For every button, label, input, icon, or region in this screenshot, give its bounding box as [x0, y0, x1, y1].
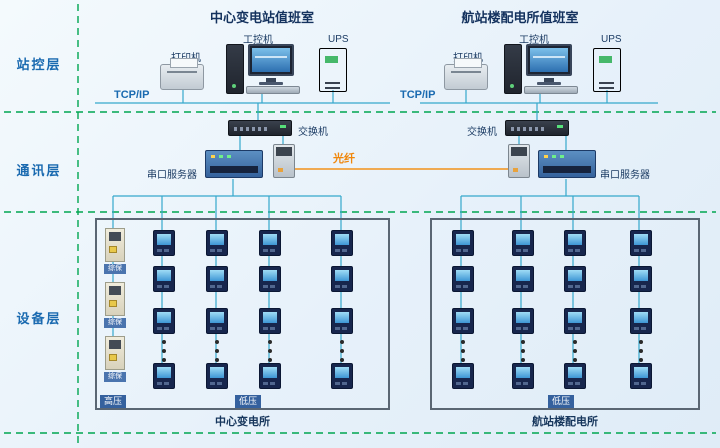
power-meter-icon	[206, 266, 228, 292]
power-meter-icon	[512, 230, 534, 256]
workstation-label-right: 工控机	[519, 35, 549, 46]
power-meter-icon	[153, 363, 175, 389]
ups-icon-right	[593, 48, 621, 92]
serial-server-label-left: 串口服务器	[147, 170, 197, 181]
switch-label-right: 交换机	[467, 127, 497, 138]
fiber-converter-icon-left	[273, 144, 295, 178]
power-meter-icon	[331, 308, 353, 334]
pc-tower-icon-left	[226, 44, 244, 94]
power-meter-icon	[564, 230, 586, 256]
power-meter-icon	[153, 308, 175, 334]
keyboard-icon-right	[524, 86, 578, 94]
relay-tag: 综保	[104, 318, 126, 328]
ellipsis-icon	[461, 340, 465, 344]
power-meter-icon	[512, 308, 534, 334]
hv-badge-left: 高压	[100, 395, 127, 408]
switch-icon-right	[505, 120, 569, 136]
printer-icon-right	[444, 58, 488, 90]
room-title-left: 中心变电站值班室	[209, 10, 314, 25]
serial-server-icon-left	[205, 150, 263, 178]
ellipsis-icon	[639, 340, 643, 344]
layer-label-station: 站控层	[16, 57, 62, 72]
monitor-base-left	[259, 82, 283, 85]
serial-server-icon-right	[538, 150, 596, 178]
power-meter-icon	[259, 230, 281, 256]
pc-tower-icon-right	[504, 44, 522, 94]
tcpip-label-left: TCP/IP	[114, 89, 150, 101]
keyboard-icon-left	[246, 86, 300, 94]
room-title-right: 航站楼配电所值班室	[461, 10, 579, 25]
protection-relay-icon	[105, 228, 125, 262]
power-meter-icon	[452, 266, 474, 292]
power-meter-icon	[630, 266, 652, 292]
lv-badge-right: 低压	[548, 395, 575, 408]
power-meter-icon	[206, 363, 228, 389]
power-meter-icon	[259, 266, 281, 292]
workstation-label-left: 工控机	[243, 35, 273, 46]
monitor-stand-right	[544, 78, 554, 83]
monitor-stand-left	[266, 78, 276, 83]
switch-label-left: 交换机	[298, 127, 328, 138]
fiber-label: 光纤	[333, 153, 355, 165]
power-meter-icon	[564, 266, 586, 292]
panel-left: 综保 综保 综保 高压 低压	[95, 218, 390, 410]
relay-tag: 综保	[104, 372, 126, 382]
power-meter-icon	[259, 363, 281, 389]
ups-icon-left	[319, 48, 347, 92]
ups-label-right: UPS	[601, 34, 622, 45]
power-meter-icon	[153, 230, 175, 256]
tcpip-label-right: TCP/IP	[400, 89, 436, 101]
ellipsis-icon	[340, 340, 344, 344]
ellipsis-icon	[268, 340, 272, 344]
power-meter-icon	[630, 230, 652, 256]
layer-label-communication: 通讯层	[16, 163, 62, 178]
power-meter-icon	[452, 308, 474, 334]
ellipsis-icon	[215, 340, 219, 344]
monitor-screen	[252, 48, 290, 72]
power-meter-icon	[206, 308, 228, 334]
power-meter-icon	[206, 230, 228, 256]
power-meter-icon	[331, 266, 353, 292]
ups-label-left: UPS	[328, 34, 349, 45]
power-meter-icon	[564, 363, 586, 389]
ellipsis-icon	[162, 340, 166, 344]
panel-right: 低压	[430, 218, 700, 410]
power-meter-icon	[331, 363, 353, 389]
power-meter-icon	[512, 363, 534, 389]
ellipsis-icon	[573, 340, 577, 344]
power-meter-icon	[452, 363, 474, 389]
monitor-icon-left	[248, 44, 294, 76]
power-meter-icon	[259, 308, 281, 334]
power-meter-icon	[630, 363, 652, 389]
power-meter-icon	[512, 266, 534, 292]
power-meter-icon	[153, 266, 175, 292]
protection-relay-icon	[105, 282, 125, 316]
monitor-icon-right	[526, 44, 572, 76]
power-meter-icon	[331, 230, 353, 256]
lv-badge-left: 低压	[235, 395, 262, 408]
protection-relay-icon	[105, 336, 125, 370]
power-meter-icon	[564, 308, 586, 334]
monitor-base-right	[537, 82, 561, 85]
ellipsis-icon	[521, 340, 525, 344]
layer-label-device: 设备层	[16, 311, 62, 326]
panel-caption-left: 中心变电所	[215, 416, 270, 428]
relay-tag: 综保	[104, 264, 126, 274]
power-meter-icon	[630, 308, 652, 334]
fiber-converter-icon-right	[508, 144, 530, 178]
monitor-screen	[530, 48, 568, 72]
switch-icon-left	[228, 120, 292, 136]
printer-icon-left	[160, 58, 204, 90]
panel-caption-right: 航站楼配电所	[532, 416, 598, 428]
serial-server-label-right: 串口服务器	[600, 170, 650, 181]
power-meter-icon	[452, 230, 474, 256]
